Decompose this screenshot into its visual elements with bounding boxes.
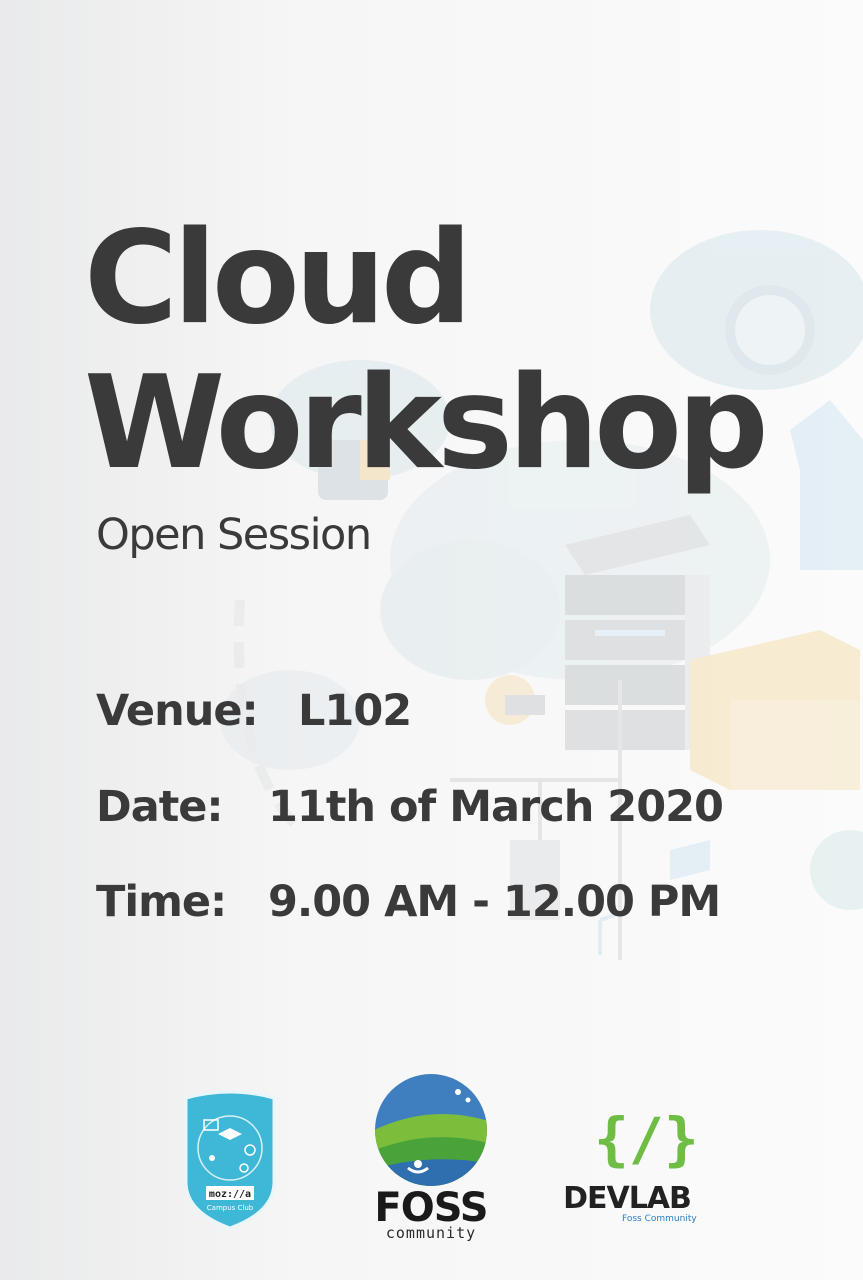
devlab-braces-icon: {/} [594, 1105, 699, 1173]
foss-community-logo: FOSS community [370, 1072, 492, 1244]
date-value: 11th of March 2020 [268, 782, 724, 832]
mozilla-campus-club-logo: moz://a Campus Club [184, 1090, 276, 1230]
time-row: Time: 9.00 AM - 12.00 PM [96, 877, 721, 927]
foss-globe-icon [375, 1074, 487, 1186]
venue-row: Venue: L102 [96, 686, 412, 736]
devlab-wordmark: DEVLAB [563, 1181, 692, 1216]
music-note-icon [598, 913, 616, 955]
time-value: 9.00 AM - 12.00 PM [268, 877, 721, 927]
venue-value: L102 [298, 686, 412, 736]
date-label: Date: [96, 782, 224, 832]
date-row: Date: 11th of March 2020 [96, 782, 724, 832]
venue-label: Venue: [96, 686, 259, 736]
subtitle: Open Session [96, 510, 372, 560]
devlab-caption: Foss Community [622, 1214, 697, 1224]
time-label: Time: [96, 877, 227, 927]
foss-wordmark: FOSS [374, 1185, 488, 1231]
mozilla-wordmark: moz://a [209, 1189, 251, 1200]
mozilla-caption: Campus Club [207, 1204, 254, 1212]
folder-icon [690, 630, 860, 790]
mail-icon [670, 840, 710, 880]
devlab-logo: {/} DEVLAB Foss Community [552, 1110, 702, 1230]
title-line-1: Cloud [84, 204, 472, 353]
foss-caption: community [385, 1224, 477, 1242]
lock-cloud-icon [270, 360, 450, 480]
upload-arrow-icon [790, 400, 863, 570]
title-line-2: Workshop [84, 349, 769, 498]
